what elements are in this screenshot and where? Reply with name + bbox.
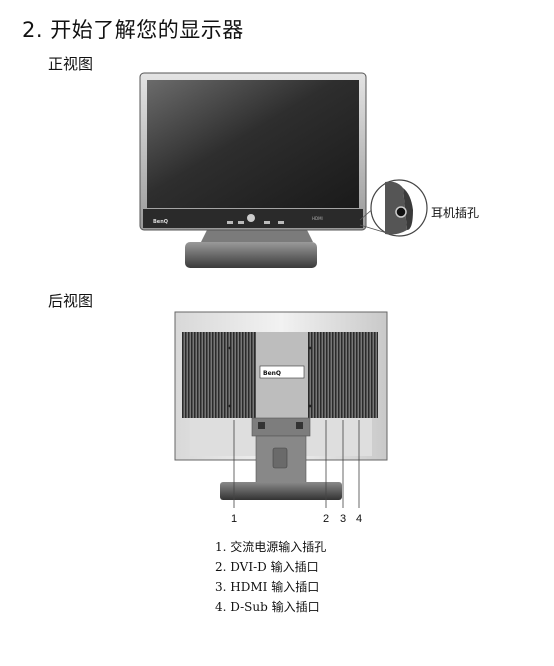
rear-brand-logo: BenQ bbox=[263, 370, 281, 377]
front-view-heading: 正视图 bbox=[48, 55, 94, 73]
front-view-illustration: BenQ HDMI bbox=[139, 72, 428, 268]
front-brand-logo: BenQ bbox=[153, 219, 168, 225]
headphone-jack-icon bbox=[395, 206, 407, 218]
headphone-jack-label: 耳机插孔 bbox=[431, 206, 480, 220]
rear-view-heading: 后视图 bbox=[48, 292, 94, 310]
port-legend: 1. 交流电源输入插孔 2. DVI-D 输入插口 3. HDMI 输入插口 4… bbox=[215, 537, 326, 617]
callout-number-2: 2 bbox=[323, 513, 330, 525]
legend-item-hdmi: 3. HDMI 输入插口 bbox=[215, 580, 320, 594]
callout-number-4: 4 bbox=[356, 513, 363, 525]
callout-number-3: 3 bbox=[340, 513, 347, 525]
svg-text:HDMI: HDMI bbox=[312, 216, 323, 221]
rear-view-illustration: BenQ bbox=[174, 311, 388, 508]
legend-item-d-sub: 4. D-Sub 输入插口 bbox=[215, 600, 320, 614]
callout-number-1: 1 bbox=[231, 513, 238, 525]
legend-item-ac-power: 1. 交流电源输入插孔 bbox=[215, 540, 327, 554]
section-title: 2. 开始了解您的显示器 bbox=[22, 18, 244, 42]
legend-item-dvi-d: 2. DVI-D 输入插口 bbox=[215, 560, 319, 574]
